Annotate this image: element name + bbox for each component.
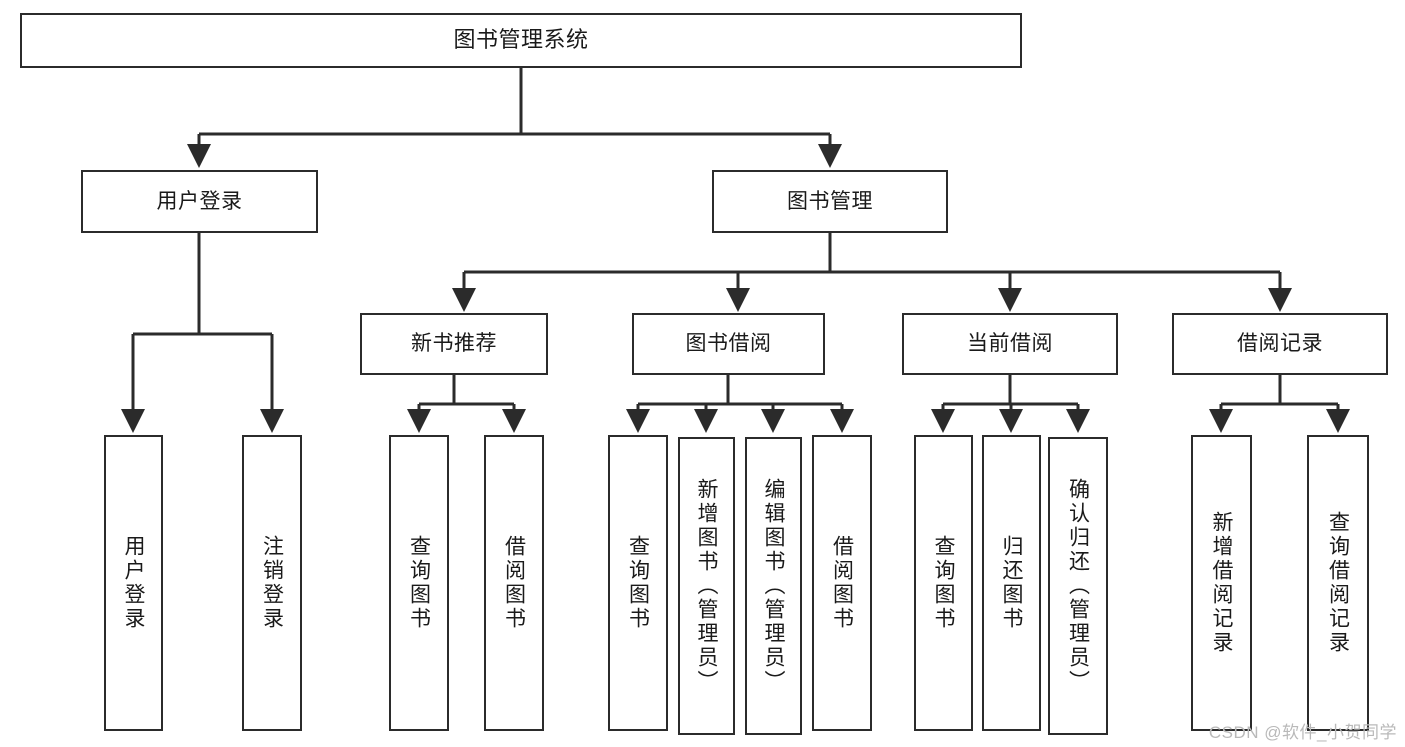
node-leaf-edit-book[interactable]: 编辑图书（管理员）	[745, 437, 802, 735]
node-leaf-borrow-book-1-label: 借阅图书	[502, 535, 526, 631]
node-leaf-user-login-label: 用户登录	[122, 535, 145, 631]
node-leaf-query-book-1[interactable]: 查询图书	[389, 435, 449, 731]
node-leaf-user-logout-label: 注销登录	[260, 535, 284, 631]
node-current-borrow-label: 当前借阅	[967, 332, 1053, 356]
node-book-management[interactable]: 图书管理	[712, 170, 948, 233]
node-leaf-add-record[interactable]: 新增借阅记录	[1191, 435, 1252, 731]
node-leaf-confirm-return[interactable]: 确认归还（管理员）	[1048, 437, 1108, 735]
node-leaf-borrow-book-1[interactable]: 借阅图书	[484, 435, 544, 731]
node-new-book-recommend[interactable]: 新书推荐	[360, 313, 548, 375]
node-leaf-query-book-1-label: 查询图书	[407, 535, 431, 631]
node-leaf-add-book[interactable]: 新增图书（管理员）	[678, 437, 735, 735]
node-leaf-add-record-label: 新增借阅记录	[1210, 511, 1233, 655]
node-leaf-borrow-book-2[interactable]: 借阅图书	[812, 435, 872, 731]
node-leaf-query-record-label: 查询借阅记录	[1326, 511, 1350, 655]
node-book-borrow-label: 图书借阅	[685, 332, 772, 356]
node-borrow-record[interactable]: 借阅记录	[1172, 313, 1388, 375]
node-leaf-query-book-3[interactable]: 查询图书	[914, 435, 973, 731]
node-book-borrow[interactable]: 图书借阅	[632, 313, 825, 375]
node-leaf-query-book-2[interactable]: 查询图书	[608, 435, 668, 731]
node-leaf-add-book-label: 新增图书（管理员）	[695, 478, 718, 694]
node-leaf-query-record[interactable]: 查询借阅记录	[1307, 435, 1369, 731]
node-leaf-edit-book-label: 编辑图书（管理员）	[762, 478, 785, 694]
node-new-book-recommend-label: 新书推荐	[411, 332, 497, 356]
node-leaf-borrow-book-2-label: 借阅图书	[830, 535, 854, 631]
watermark-text: CSDN @软件_小贺同学	[1208, 723, 1397, 742]
node-book-management-label: 图书管理	[787, 189, 873, 213]
node-leaf-return-book[interactable]: 归还图书	[982, 435, 1041, 731]
node-user-login-label: 用户登录	[156, 189, 243, 213]
node-leaf-user-login[interactable]: 用户登录	[104, 435, 163, 731]
node-root[interactable]: 图书管理系统	[20, 13, 1022, 68]
node-leaf-user-logout[interactable]: 注销登录	[242, 435, 302, 731]
node-root-label: 图书管理系统	[453, 27, 589, 53]
node-current-borrow[interactable]: 当前借阅	[902, 313, 1118, 375]
node-leaf-query-book-2-label: 查询图书	[626, 535, 650, 631]
node-borrow-record-label: 借阅记录	[1237, 332, 1323, 356]
node-leaf-query-book-3-label: 查询图书	[932, 535, 955, 631]
node-leaf-return-book-label: 归还图书	[1000, 535, 1023, 631]
node-leaf-confirm-return-label: 确认归还（管理员）	[1066, 478, 1090, 694]
node-user-login[interactable]: 用户登录	[81, 170, 318, 233]
